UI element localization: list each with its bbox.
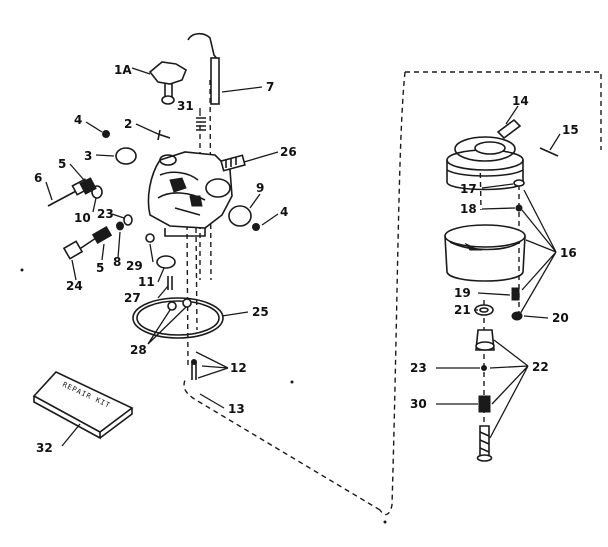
repair-kit-32-part: REPAIR KIT bbox=[32, 371, 134, 440]
callout-22: 22 bbox=[532, 360, 549, 374]
o-ring-8-part bbox=[116, 221, 124, 231]
spring-19-part bbox=[511, 287, 520, 301]
callout-28: 28 bbox=[130, 343, 147, 357]
float-14-part bbox=[446, 118, 524, 191]
pin-15-part bbox=[539, 147, 559, 157]
callout-1a: 1A bbox=[114, 63, 132, 77]
callout-labels: 1A 2 3 4 5 6 10 23 7 31 26 9 4 5 8 24 29… bbox=[34, 63, 579, 455]
callout-4-lower: 4 bbox=[280, 205, 288, 219]
screw-2-part bbox=[157, 129, 171, 141]
callout-23-left: 23 bbox=[97, 207, 114, 221]
callout-29: 29 bbox=[126, 259, 143, 273]
callout-5-upper: 5 bbox=[58, 157, 66, 171]
callout-30: 30 bbox=[410, 397, 427, 411]
needle-17-part bbox=[513, 179, 525, 187]
callout-2: 2 bbox=[124, 117, 132, 131]
callout-20: 20 bbox=[552, 311, 569, 325]
callout-7: 7 bbox=[266, 80, 274, 94]
assembly-boundary-lines bbox=[183, 71, 602, 516]
callout-11: 11 bbox=[138, 275, 155, 289]
callout-13: 13 bbox=[228, 402, 245, 416]
washer-23-right-part bbox=[481, 365, 487, 371]
callout-16: 16 bbox=[560, 246, 577, 260]
callout-25: 25 bbox=[252, 305, 269, 319]
gasket-25-part bbox=[132, 297, 224, 339]
spring-30-part bbox=[478, 395, 491, 413]
callout-24: 24 bbox=[66, 279, 83, 293]
spring-5-lower-part bbox=[91, 225, 113, 245]
callout-18: 18 bbox=[460, 202, 477, 216]
leader-lines bbox=[45, 67, 561, 447]
pins-12-part bbox=[191, 359, 197, 380]
callout-15: 15 bbox=[562, 123, 579, 137]
screw-4-upper-part bbox=[102, 130, 110, 138]
scan-specks bbox=[20, 268, 387, 524]
callout-31: 31 bbox=[177, 99, 194, 113]
throttle-shaft-part bbox=[187, 32, 220, 105]
bolt-part bbox=[476, 425, 493, 462]
callout-17: 17 bbox=[460, 182, 477, 196]
bushings-28-part bbox=[167, 298, 192, 311]
callout-4-upper: 4 bbox=[74, 113, 82, 127]
callout-9: 9 bbox=[256, 181, 264, 195]
seat-18-part bbox=[515, 204, 523, 212]
spring-27-part bbox=[167, 276, 173, 290]
nut-20-part bbox=[511, 311, 523, 321]
throttle-plate-9-part bbox=[228, 205, 252, 227]
callout-27: 27 bbox=[124, 291, 141, 305]
callout-6: 6 bbox=[34, 171, 42, 185]
float-bowl-16-part bbox=[444, 224, 526, 282]
carburetor-body-part bbox=[147, 151, 233, 237]
screw-4-lower-part bbox=[252, 223, 260, 231]
needle-24-part bbox=[62, 237, 97, 260]
callout-23-right: 23 bbox=[410, 361, 427, 375]
spring-31-part bbox=[196, 117, 206, 131]
callout-8: 8 bbox=[113, 255, 121, 269]
choke-plate-3-part bbox=[115, 147, 137, 165]
callout-3: 3 bbox=[84, 149, 92, 163]
bowl-nut-11-part bbox=[156, 255, 176, 269]
callout-10: 10 bbox=[74, 211, 91, 225]
callout-21: 21 bbox=[454, 303, 471, 317]
fitting-26-part bbox=[220, 154, 246, 172]
washer-23-left-part bbox=[123, 214, 133, 226]
callout-12: 12 bbox=[230, 361, 247, 375]
callout-19: 19 bbox=[454, 286, 471, 300]
fitting-22-part bbox=[475, 329, 495, 351]
ring-29-part bbox=[145, 233, 155, 243]
callout-26: 26 bbox=[280, 145, 297, 159]
choke-lever-part bbox=[148, 61, 187, 105]
callout-14: 14 bbox=[512, 94, 529, 108]
o-ring-10-part bbox=[91, 185, 103, 199]
callout-32: 32 bbox=[36, 441, 53, 455]
callout-5-lower: 5 bbox=[96, 261, 104, 275]
